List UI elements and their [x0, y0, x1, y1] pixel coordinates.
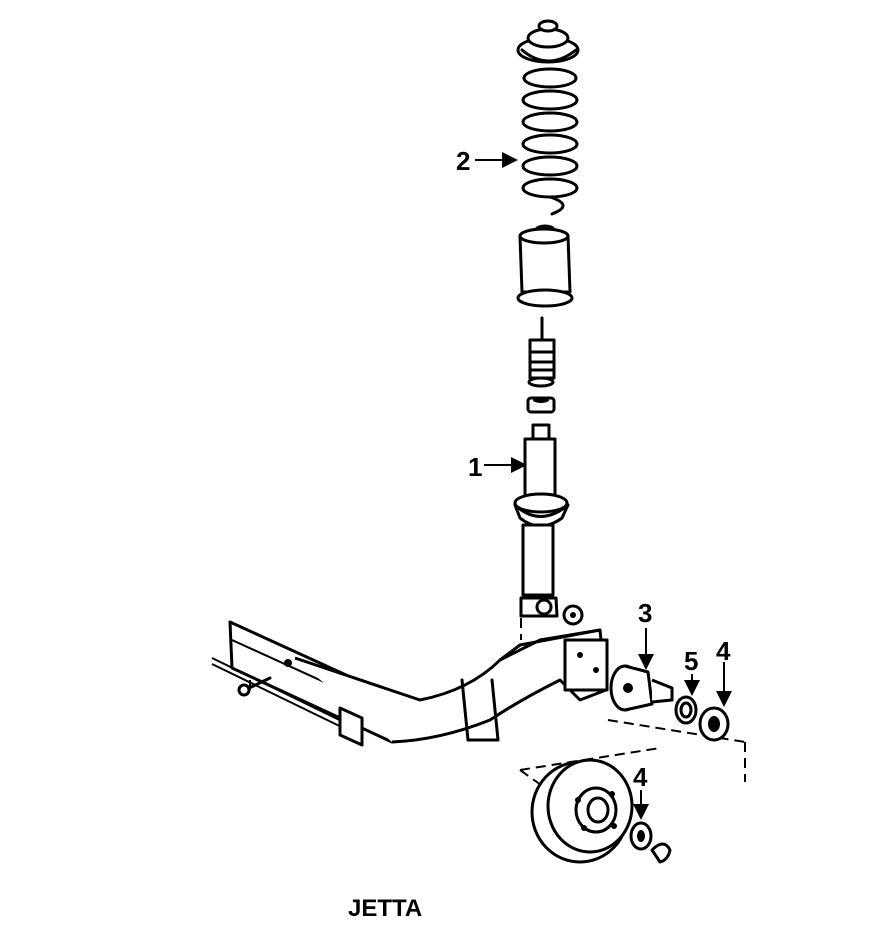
washer: [526, 396, 556, 414]
callout-4-bottom: 4: [633, 762, 648, 792]
callout-3: 3: [638, 598, 652, 628]
shock-absorber: [513, 423, 570, 618]
nut: [562, 604, 584, 626]
seal: [674, 695, 698, 725]
bearing-bottom: [629, 821, 653, 851]
callout-2: 2: [456, 146, 470, 176]
dust-boot: [516, 224, 574, 308]
model-caption: JETTA: [348, 895, 422, 922]
bump-stop: [527, 316, 556, 388]
leader-arrows: [475, 152, 732, 820]
coil-spring: [521, 67, 579, 216]
dust-cap: [650, 842, 672, 864]
callout-5: 5: [684, 646, 698, 676]
callout-4-top: 4: [716, 636, 731, 666]
bearing-top: [698, 706, 730, 742]
mounting-bolt: [237, 676, 272, 697]
callout-1: 1: [468, 452, 482, 482]
wheel-hub: [609, 664, 674, 712]
brake-drum: [530, 758, 634, 864]
rear-axle-beam: [211, 620, 609, 747]
upper-spring-mount: [516, 19, 580, 64]
